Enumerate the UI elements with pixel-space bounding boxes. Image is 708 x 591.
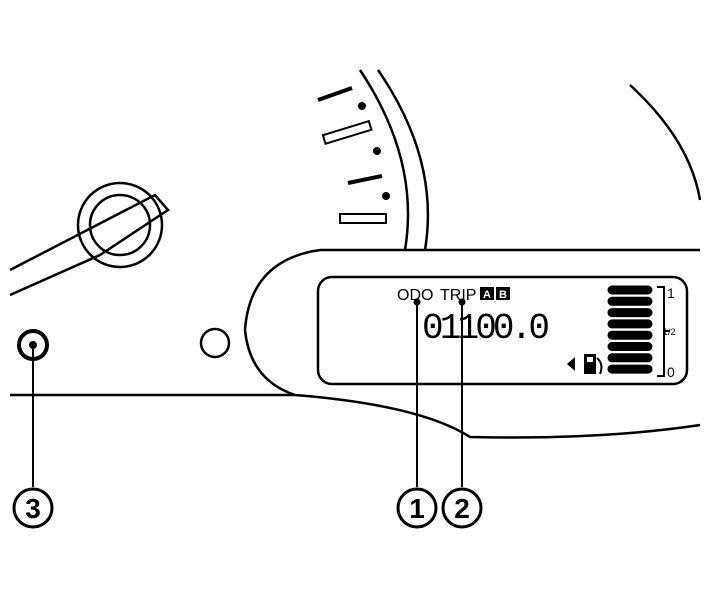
odometer-value: 01100.0 [422,308,550,349]
lcd-display [316,275,689,386]
fuel-bar [607,342,653,351]
ignition-outer [76,181,164,269]
fuel-bar [607,285,653,295]
fuel-pump-icon [567,354,603,375]
callout-3-label: 3 [25,493,41,524]
fuel-bar [607,296,653,306]
gauge-tick-mark [321,119,373,146]
indicator-lamp [199,327,231,359]
gauge-arc-outer [358,69,410,251]
fuel-bar [607,319,653,329]
trip-a-badge: A [483,289,491,301]
callout-1-label: 1 [409,493,425,524]
callout-3 [12,487,54,529]
odo-label: ODO [397,287,433,304]
fuel-full-label: 1 [667,285,675,301]
gauge-tick-mark [339,213,387,224]
fuel-half-label: 1/2 [663,327,676,337]
gauge-arc-right [629,84,702,201]
speedometer-ticks [317,86,383,185]
lever-stalk [9,193,170,297]
gauge-arc-inner [376,69,430,251]
trip-label: TRIP [440,287,476,304]
fuel-bar [607,330,653,340]
callout-2 [441,487,483,529]
fuel-gauge-bars [607,285,653,374]
callout-2-label: 2 [454,493,470,524]
fuel-bar [607,353,653,363]
display-bezel [243,248,701,439]
fuel-bar [607,364,653,374]
trip-b-badge: B [499,289,507,301]
fuel-scale-bracket [657,286,670,377]
ignition-inner [88,193,152,257]
fuel-bar [607,308,653,318]
callout-1 [396,487,438,529]
fuel-empty-label: 0 [667,364,675,380]
